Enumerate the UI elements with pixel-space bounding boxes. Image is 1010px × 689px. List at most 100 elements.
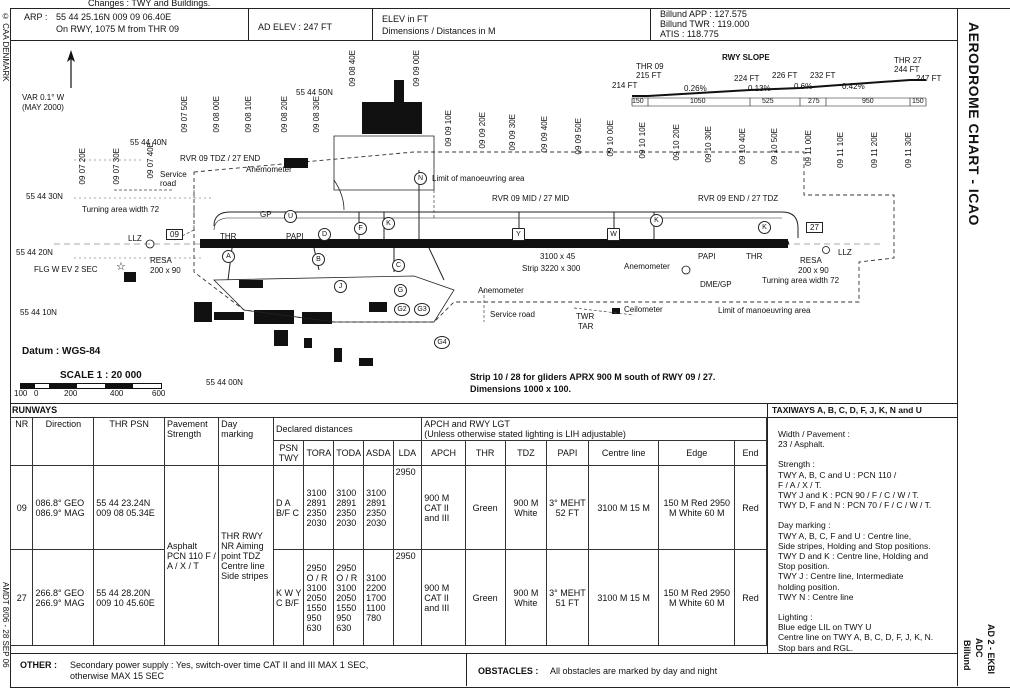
lon-label: 09 09 40E [540, 116, 549, 153]
strip-label: Strip 3220 x 300 [522, 264, 581, 273]
col-centre-line: Centre line [587, 440, 660, 466]
rvr-end-label: RVR 09 END / 27 TDZ [698, 194, 779, 203]
app-frequency: Billund APP : 127.575 [660, 9, 747, 19]
rwy-27-designator: 27 [806, 222, 823, 233]
header-divider [372, 8, 373, 40]
taxiway-detail-line [778, 449, 956, 459]
col-toda: TODA [333, 440, 365, 466]
taxiways-panel: TAXIWAYS A, B, C, D, F, J, K, N and U Wi… [767, 403, 958, 653]
twy-y-marker: Y [512, 228, 525, 241]
col-nr: NR [9, 417, 34, 466]
gp-label: GP [260, 210, 272, 219]
chart-title: AERODROME CHART - ICAO [966, 22, 982, 226]
rwy27-thr: 55 44 28.20N 009 10 45.60E [93, 549, 166, 646]
taxiways-details: Width / Pavement :23 / Asphalt.Strength … [778, 429, 956, 653]
lon-label: 09 11 10E [836, 132, 845, 168]
apch-note: (Unless otherwise stated lighting is LIH… [424, 429, 626, 439]
resa-label-2: RESA [800, 256, 822, 265]
twy-j-marker: J [334, 280, 347, 293]
rwy27-thr-lgt: Green [464, 549, 506, 646]
slope-226: 226 FT [772, 71, 798, 80]
dist-units: Dimensions / Distances in M [382, 26, 496, 36]
taxiway-detail-line: holding position. [778, 581, 840, 592]
papi-label-2: PAPI [698, 252, 716, 261]
lon-label: 09 08 40E [348, 50, 357, 87]
lat-label: 55 44 00N [206, 378, 243, 387]
rwy09-thr: 55 44 23.24N 009 08 05.34E [93, 465, 166, 550]
glider-strip-note: Strip 10 / 28 for gliders APRX 900 M sou… [470, 372, 716, 382]
lon-label: 09 09 50E [574, 118, 583, 155]
other-label: OTHER : [20, 660, 57, 670]
runways-table: NR Direction THR PSN Pavement Strength D… [9, 417, 767, 646]
col-day-marking: Day marking [218, 417, 275, 466]
slope-seg: 150 [632, 98, 644, 105]
slope-pct-2: 0.13% [748, 84, 771, 93]
twy-k-marker: K [382, 217, 395, 230]
variation-date: (MAY 2000) [22, 103, 64, 112]
slope-224: 224 FT [734, 74, 760, 83]
lon-label: 09 10 00E [606, 120, 615, 157]
twy-u-marker: U [284, 210, 297, 223]
limit-label: Limit of manoeuvring area [432, 174, 525, 183]
slope-seg: 1050 [690, 98, 706, 105]
twr-frequency: Billund TWR : 119.000 [660, 19, 750, 29]
resa-dim-label-2: 200 x 90 [798, 266, 829, 275]
slope-seg: 275 [808, 98, 820, 105]
obstacles-text: All obstacles are marked by day and nigh… [550, 666, 718, 676]
scale-label: SCALE 1 : 20 000 [60, 370, 142, 381]
rwy09-tora: 3100 2891 2350 2030 [303, 465, 335, 550]
rwy27-psn: K W Y C B/F [273, 549, 305, 646]
service-road-label: Service road [160, 170, 187, 188]
lon-label: 09 08 30E [312, 96, 321, 133]
slope-seg: 525 [762, 98, 774, 105]
col-thr-lgt: THR [464, 440, 506, 466]
slope-thr27-elev: 244 FT [894, 65, 920, 74]
lon-label: 09 11 00E [804, 130, 813, 166]
col-tora: TORA [303, 440, 335, 466]
col-apch: APCH [421, 440, 466, 466]
taxiway-detail-line [778, 602, 956, 612]
lon-label: 09 08 00E [212, 96, 221, 133]
rwy09-thr-lgt: Green [464, 465, 506, 550]
scale-tick: 600 [152, 389, 166, 398]
taxiway-detail-line: Day marking : [778, 520, 831, 531]
slope-pct-3: 0.6% [794, 82, 813, 91]
footer-divider [10, 653, 957, 654]
service-road-label-2: Service road [490, 310, 535, 319]
lon-label: 09 10 10E [638, 122, 647, 159]
rwy09-direction: 086.8° GEO 086.9° MAG [32, 465, 95, 550]
slope-seg: 150 [912, 98, 924, 105]
rvr-mid-label: RVR 09 MID / 27 MID [492, 194, 570, 203]
scale-tick: 100 [14, 389, 28, 398]
beacon-icon: ☆ [116, 260, 126, 273]
twy-n-marker: N [414, 172, 427, 185]
slope-247: 247 FT [916, 74, 942, 83]
twy-b-marker: B [312, 253, 325, 266]
rwy09-nr: 09 [9, 465, 34, 550]
taxiways-divider [768, 417, 958, 418]
slope-seg: 950 [862, 98, 874, 105]
col-thr-psn: THR PSN [93, 417, 166, 466]
rwy27-papi: 3° MEHT 51 FT [546, 549, 589, 646]
rwy27-nr: 27 [9, 549, 34, 646]
rwy09-tdz: 900 M White [504, 465, 548, 550]
rwy09-psn: D A B/F C [273, 465, 305, 550]
slope-profile [631, 79, 927, 107]
parallel-taxiway [213, 211, 799, 238]
rwy-09-designator: 09 [166, 229, 183, 240]
obstacles-label: OBSTACLES : [478, 666, 539, 676]
taxiway-detail-line: Centre line on TWY A, B, C, D, F, J, K, … [778, 632, 934, 643]
threshold-markings [201, 240, 789, 246]
rwy09-papi: 3° MEHT 52 FT [546, 465, 589, 550]
rwy27-tdz: 900 M White [504, 549, 548, 646]
taxiway-detail-line: Side stripes, Holding and Stop positions… [778, 540, 931, 551]
ref-billund: Billund [962, 640, 972, 671]
north-arrow-icon [67, 50, 75, 88]
table-row: 09 086.8° GEO 086.9° MAG 55 44 23.24N 00… [9, 465, 767, 646]
lon-label: 09 10 30E [704, 126, 713, 163]
title-column [957, 8, 1010, 686]
col-lda: LDA [392, 440, 423, 466]
pavement-strength: Asphalt PCN 110 F / A / X / T [164, 465, 220, 646]
chart-frame [10, 8, 1010, 688]
twy-g-marker: G [394, 284, 407, 297]
